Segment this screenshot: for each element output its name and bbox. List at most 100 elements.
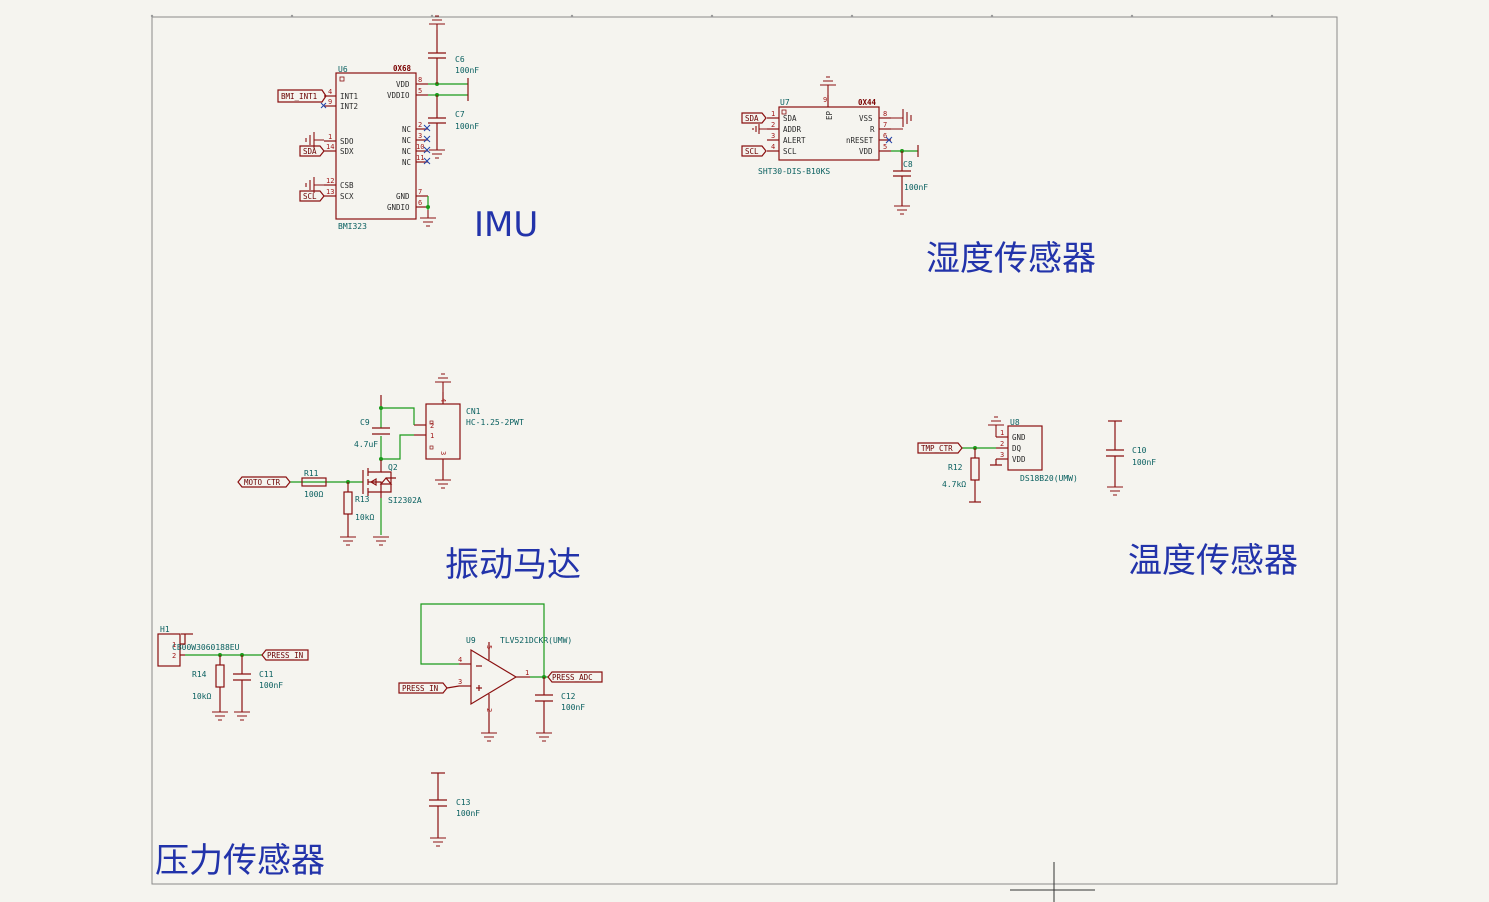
u7-pin-num: 4: [771, 143, 775, 151]
temp-wiring: [962, 446, 996, 450]
c10-capacitor[interactable]: C10 100nF: [1106, 420, 1156, 496]
frame-tick: [850, 14, 854, 18]
net-label-scl-u6[interactable]: SCL: [299, 190, 325, 202]
c12-value: 100nF: [561, 703, 585, 712]
h1-pin: 2: [172, 652, 176, 660]
c9-value: 4.7uF: [354, 440, 378, 449]
r14-resistor[interactable]: R14 10kΩ: [192, 655, 228, 721]
humidity-sht30-symbol[interactable]: U7 0X44 SHT30-DIS-B10KS 9 EP 1 SDA 2 ADD…: [758, 76, 912, 176]
u9-pin-out: 1: [525, 669, 529, 677]
c12-capacitor[interactable]: C12 100nF: [535, 677, 585, 742]
u9-ref: U9: [466, 636, 476, 645]
section-title-temperature: 温度传感器: [1128, 541, 1298, 581]
c9-capacitor[interactable]: C9 4.7uF: [354, 418, 390, 449]
section-title-humidity: 湿度传感器: [926, 239, 1096, 279]
net-label-sda-u6[interactable]: SDA: [299, 145, 325, 157]
u7-pin-name: VDD: [859, 147, 873, 156]
u6-pin-name: VDD: [396, 80, 410, 89]
net-label-press-in-h1[interactable]: PRESS_IN: [261, 649, 309, 661]
u6-pin-name: NC: [402, 147, 411, 156]
u7-pin-num: 5: [883, 143, 887, 151]
u9-opamp[interactable]: U9 TLV521DCKR(UMW) 4 3 1 5 2: [458, 636, 572, 742]
c8-capacitor[interactable]: C8 100nF: [891, 145, 928, 215]
net-label-sda-u7[interactable]: SDA: [741, 112, 767, 134]
c11-ref: C11: [259, 670, 274, 679]
section-title-imu: IMU: [474, 205, 538, 245]
c11-capacitor[interactable]: C11 100nF: [233, 655, 283, 721]
r11-ref: R11: [304, 469, 319, 478]
sda-u7-label-text: SDA: [745, 114, 759, 123]
u8-pin-num: 3: [1000, 451, 1004, 459]
h1-pin: 1: [172, 641, 176, 649]
frame-tick: [570, 14, 574, 18]
u8-pin-num: 1: [1000, 429, 1004, 437]
r13-resistor[interactable]: R13 10kΩ: [340, 482, 389, 546]
u7-pin-num: 8: [883, 110, 887, 118]
u6-address: 0X68: [393, 64, 412, 73]
c11-value: 100nF: [259, 681, 283, 690]
h1-ref: H1: [160, 625, 170, 634]
u7-pin-num: 6: [883, 132, 887, 140]
c6-ref: C6: [455, 55, 465, 64]
tmp-ctr-label-text: TMP_CTR: [921, 444, 953, 453]
c6-capacitor[interactable]: C6 100nF: [428, 15, 479, 84]
r11-resistor[interactable]: R11 100Ω: [301, 469, 327, 499]
u7-pin-name: nRESET: [846, 136, 874, 145]
u8-pin-num: 2: [1000, 440, 1004, 448]
scl-u7-label-text: SCL: [745, 147, 759, 156]
frame-ticks-top: [150, 14, 1274, 18]
c7-capacitor[interactable]: C7 100nF: [428, 95, 479, 159]
r13-value: 10kΩ: [355, 513, 374, 522]
q2-ref: Q2: [388, 463, 398, 472]
u9-value: TLV521DCKR(UMW): [500, 636, 572, 645]
net-label-tmp-ctr[interactable]: TMP_CTR: [917, 442, 963, 454]
u6-pin-name: NC: [402, 158, 411, 167]
net-label-press-in-u9[interactable]: PRESS_IN: [398, 682, 460, 694]
u6-pin-num: 8: [418, 76, 422, 84]
u6-pin-num: 3: [418, 132, 422, 140]
frame-tick: [1270, 14, 1274, 18]
net-label-bmi-int1[interactable]: BMI_INT1: [277, 89, 327, 103]
c13-capacitor[interactable]: C13 100nF: [429, 772, 480, 847]
r11-value: 100Ω: [304, 490, 323, 499]
u7-pin-num: 3: [771, 132, 775, 140]
r12-resistor[interactable]: R12 4.7kΩ: [942, 448, 981, 503]
u6-pin-num: 7: [418, 188, 422, 196]
u7-pin-num: 1: [771, 110, 775, 118]
sheet-frame: [151, 16, 1338, 885]
cn1-value: HC-1.25-2PWT: [466, 418, 524, 427]
net-label-press-adc[interactable]: PRESS_ADC: [547, 671, 603, 683]
imu-bmi323-symbol[interactable]: U6 0X68 BMI323 4 INT1 9 INT2 1 SDO 14 SD…: [320, 64, 431, 231]
u6-pin-num: 13: [326, 188, 334, 196]
c12-ref: C12: [561, 692, 576, 701]
u7-pin-num: 7: [883, 121, 887, 129]
c10-value: 100nF: [1132, 458, 1156, 467]
net-label-moto-ctr[interactable]: MOTO_CTR: [237, 476, 291, 488]
u6-pin-name: CSB: [340, 181, 354, 190]
h1-header[interactable]: H1 CB00W3060188EU 1 2: [157, 625, 240, 667]
q2-mosfet[interactable]: Q2 SI2302A: [362, 460, 422, 505]
u7-pin-name: ALERT: [783, 136, 806, 145]
cn1-connector[interactable]: CN1 HC-1.25-2PWT 2 1 4 3: [414, 373, 524, 489]
u7-pin-name: R: [870, 125, 875, 134]
u6-pin-name: NC: [402, 136, 411, 145]
c6-value: 100nF: [455, 66, 479, 75]
u6-pin-name: INT1: [340, 92, 358, 101]
frame-tick: [290, 14, 294, 18]
cn1-mount-pin: 3: [439, 451, 447, 455]
press-adc-label-text: PRESS_ADC: [552, 673, 593, 682]
net-label-scl-u7[interactable]: SCL: [741, 145, 767, 157]
sda-label-text: SDA: [303, 147, 317, 156]
u6-pin-num: 11: [416, 154, 424, 162]
u8-pin-name: VDD: [1012, 455, 1026, 464]
scl-label-text: SCL: [303, 192, 317, 201]
u7-pin-name: VSS: [859, 114, 873, 123]
u6-pin-num: 5: [418, 87, 422, 95]
frame-tick: [990, 14, 994, 18]
section-title-pressure: 压力传感器: [155, 841, 325, 881]
u8-ds18b20[interactable]: U8 DS18B20(UMW) 1 GND 2 DQ 3 VDD: [988, 416, 1078, 483]
u9-pin-gnd: 2: [485, 708, 493, 712]
u6-pin-name: GNDIO: [387, 203, 410, 212]
u6-ref: U6: [338, 65, 348, 74]
